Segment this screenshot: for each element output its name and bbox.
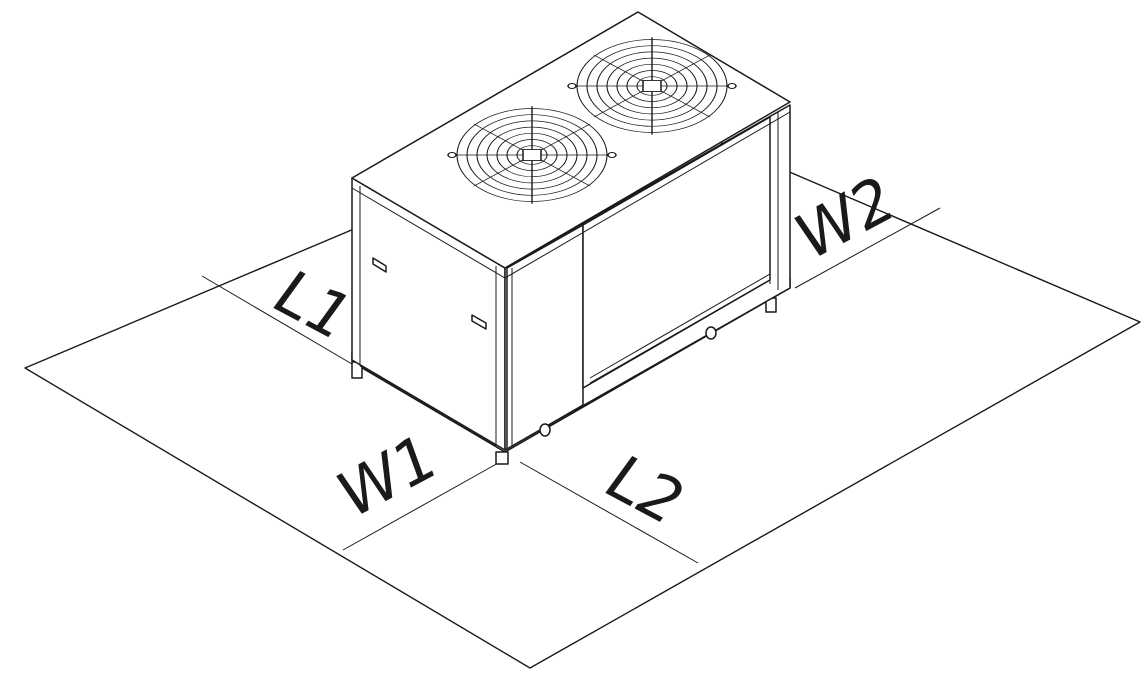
condensing-unit: [351, 11, 791, 465]
l2-zone-divider: [519, 461, 699, 564]
l1-zone-divider: [201, 275, 353, 365]
service-port-corner: [539, 423, 551, 437]
w1-zone-divider: [342, 461, 501, 551]
service-port-front: [705, 326, 717, 340]
fan-grille-rear: [567, 37, 737, 135]
w2-zone-divider: [794, 207, 941, 289]
label-w1: W1: [330, 418, 444, 534]
unit-foot-front: [495, 451, 509, 465]
label-w2: W2: [788, 160, 902, 276]
label-l2: L2: [591, 443, 699, 537]
fan-grille-front: [447, 106, 617, 204]
unit-top: [351, 11, 791, 269]
access-panel: [506, 224, 584, 450]
vent-slot-lower: [471, 314, 487, 330]
vent-slot-upper: [372, 257, 387, 273]
